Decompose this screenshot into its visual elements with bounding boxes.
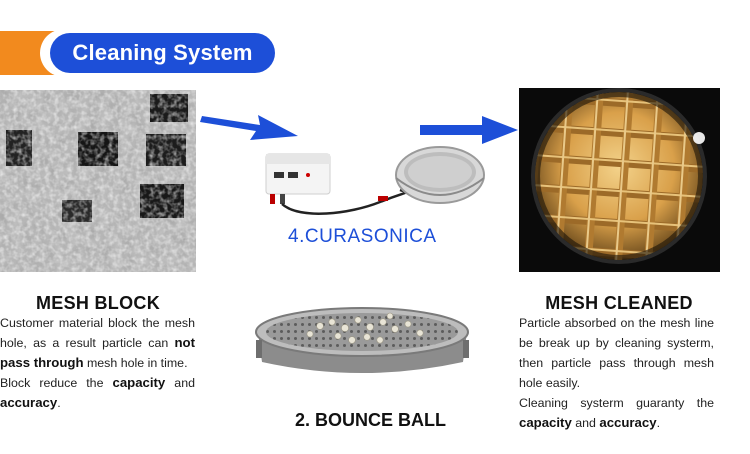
mesh-cleaned-paragraph-1: Particle absorbed on the mesh line be br… xyxy=(519,316,714,390)
mesh-block-paragraph-1: Customer material block the mesh hole, a… xyxy=(0,316,195,370)
page-title: Cleaning System xyxy=(72,40,253,65)
bounce-ball-label: 2. BOUNCE BALL xyxy=(295,410,447,430)
mesh-block-description: Customer material block the mesh hole, a… xyxy=(0,313,195,413)
bounce-ball-sieve-photo xyxy=(250,300,475,380)
mesh-cleaned-title: MESH CLEANED xyxy=(545,293,693,313)
mesh-cleaned-photo xyxy=(519,88,720,272)
mesh-cleaned-description: Particle absorbed on the mesh line be br… xyxy=(519,313,714,433)
mesh-block-photo xyxy=(0,90,196,272)
curasonica-device-photo xyxy=(260,120,490,220)
arrow-right-icon xyxy=(420,116,518,144)
arrow-right-icon xyxy=(200,115,298,140)
header-tab: Cleaning System xyxy=(50,33,275,73)
mesh-block-title: MESH BLOCK xyxy=(36,293,160,313)
mesh-block-paragraph-2: Block reduce the capacity and accuracy. xyxy=(0,375,195,410)
curasonica-label: 4.CURASONICA xyxy=(288,226,437,247)
mesh-cleaned-paragraph-2: Cleaning systerm guaranty the capacity a… xyxy=(519,396,714,430)
